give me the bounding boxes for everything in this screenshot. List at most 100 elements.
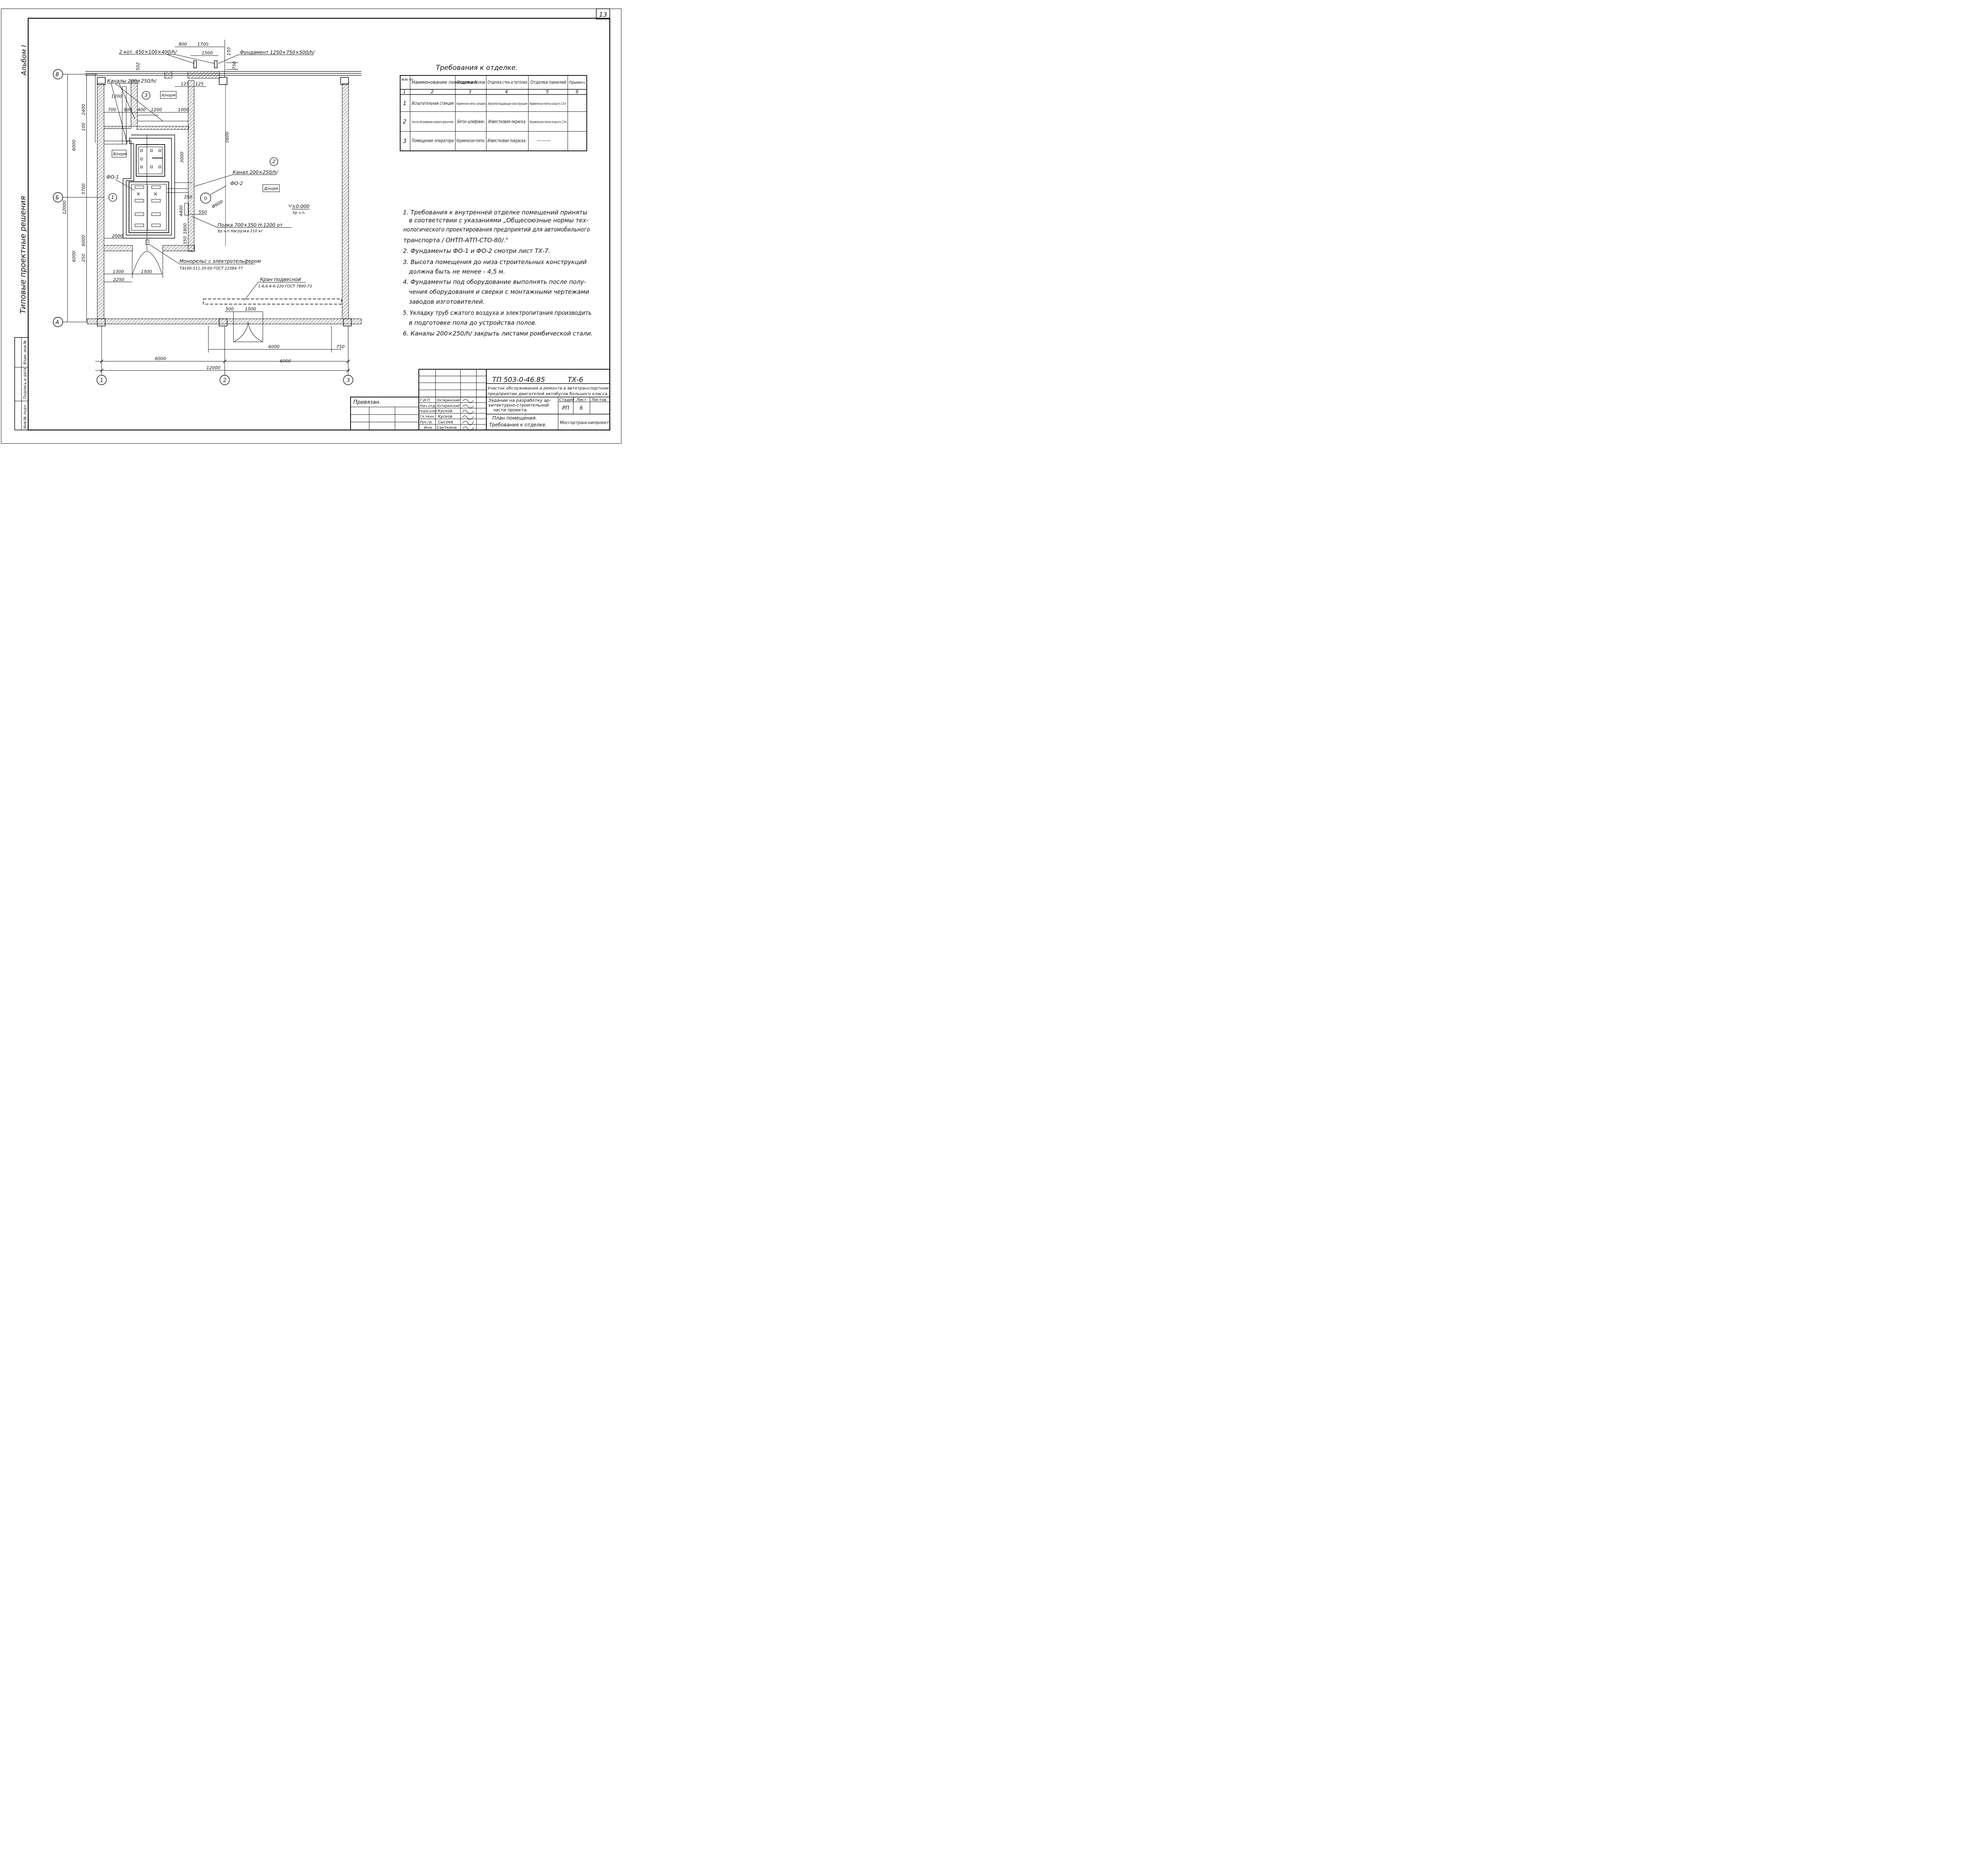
label-crane-2: 1-6,6-6-6-220 ГОСТ 7890-73 [258,284,312,289]
signer-name-3: Кусков [438,409,453,413]
crane-rail [203,299,342,305]
stage-label: Стадия [559,398,574,402]
signer-name-2: Охтеринский [437,404,460,408]
dim-12000-v: 12000 [62,201,67,214]
wall-left [97,83,104,319]
dim-250: 250 [81,254,86,262]
signer-role-6: Инж. [424,426,434,430]
axis-bubble-b [53,192,63,202]
th-panels: Отделка панелей [530,79,566,85]
dim-700: 700 [108,107,116,112]
label-monorail-2: ТЭ100-511 20-00 ГОСТ 22584-77 [179,266,243,271]
dim-350-b: 350 [183,236,188,245]
signer-role-1: Г.И.П. [420,399,431,403]
dim-6000-gate: 6000 [268,344,279,349]
col-num-1: 1 [403,89,406,94]
dim-750: 750 [232,61,237,69]
organization: Мосгортранснипроект [560,420,609,425]
label-channel: Канал 200×250/h/ [233,170,279,175]
note-line-11: 5. Укладку труб сжатого воздуха и электр… [403,309,592,316]
finish-table-title: Требования к отделке. [436,64,518,72]
sheet-label: Лист [576,398,587,402]
dim-6000-upper: 6000 [71,140,77,151]
dim-800: 800 [179,42,187,47]
row1-floor: Керамическая плитка с рельефом. [457,102,486,106]
row3-panels: ——— [537,138,551,143]
axis-bubble-a [53,317,63,327]
dim-500: 500 [225,307,234,312]
room-number-1: 1 [111,195,114,200]
dim-1000: 1000 [178,107,189,112]
dim-2000: 2000 [112,233,123,239]
signer-name-5: Сысоев [438,420,453,424]
dim-750-b: 750 [336,344,345,349]
row1-no: 1 [403,100,407,107]
room-marker-3 [142,91,150,100]
dim-1200-b: 1200 [151,107,162,112]
th-room: Наименование помещений. [412,79,478,85]
level-mark: ±0.000 [292,204,310,209]
sheet-value: 6 [580,405,583,411]
label-monorail-1: Монорельс с электротельфером [179,258,261,264]
dim-100: 100 [81,123,86,131]
row2-no: 2 [403,119,407,125]
row3-floor: Керамическая плитка. [457,138,485,143]
row1-room: Испытательная станция [412,100,454,106]
dim-6000-r: 6000 [280,359,291,364]
foundation-fo1 [129,181,169,233]
foundation-fo2-small [136,144,165,177]
note-line-4: транспорта / ОНТП-АТП-СТО-80/." [403,237,508,244]
signature-2 [462,405,474,408]
category-box-a1 [160,91,177,99]
dim-1800: 1800 [183,223,188,234]
label-fo1: ФО-1 [106,174,119,180]
row3-room: Помещение оператора [412,138,454,143]
dim-6000-inner: 6000 [81,235,86,246]
album-label: Альбом I [20,45,28,76]
note-line-7: должна быть не менее - 4,5 м. [409,268,505,275]
label-shelf-2: Ур.ч.п Нагрузка 210 кг [218,229,263,233]
series-label: Типовые проектные решения [19,196,27,314]
row3-walls: Известковая покраска. [488,138,526,143]
label-shelf-1: Полка 700×350 Н:1200 от [218,222,283,228]
category-box-d [262,184,280,192]
dim-2400: 2400 [81,104,86,115]
label-pits: 2 кот. 450×100×400/h/ [119,49,177,55]
axis-label-2: 2 [223,378,226,384]
category-a1: А/норм [161,93,175,98]
signer-name-1: Охтеринский [437,399,460,403]
row3-no: 3 [403,138,407,145]
sheets-label: Листов [591,398,606,402]
th-walls: Отделка стен и потолка [488,79,527,85]
room-number-2: 2 [272,159,276,164]
dim-150: 150 [226,47,231,56]
dim-550: 550 [198,210,207,215]
room-number-3: 3 [145,93,148,98]
finish-table: Требования к отделке. №№ пп. Наименовани… [400,64,587,151]
signature-6 [462,426,474,431]
dim-1500: 1500 [202,50,213,56]
drawing-sheet: 13 Инв.№ подл. Подпись и дата Взам. инв.… [1,8,622,444]
label-crane-1: Кран подвесной [260,277,301,282]
label-fo2: ФО-2 [230,181,243,186]
wall-right [342,83,349,319]
foundation-fo2-round [200,193,211,204]
object-line-1: Участок обслуживания и ремонта в автотра… [488,386,609,391]
row2-room: Участок обслуживания и ремонта двигателе… [412,120,454,124]
signer-name-6: Сауткина [437,426,457,430]
outer-border [1,8,622,444]
stamp-replace-inv: Взам. инв.№ [23,340,27,364]
axis-label-3: 3 [347,378,350,384]
note-line-10: заводов изготовителей. [409,298,485,305]
signer-role-5: Рук.гр. [420,420,433,424]
dim-1700: 1700 [197,42,208,47]
note-line-13: 6. Каналы 200×250/h/ закрыть листами ром… [403,330,593,337]
dim-12000-h: 12000 [206,365,220,370]
dim-502: 502 [135,62,141,71]
general-notes: 1. Требования к внутренней отделке помещ… [403,209,593,337]
col-num-3: 3 [468,89,471,94]
row1-walls: Звукопоглощающая конструкция [488,102,527,106]
category-box-b [112,150,127,158]
stamp-signature-date: Подпись и дата [23,368,27,399]
row2-floor: Бетон шлифован. [457,119,485,124]
